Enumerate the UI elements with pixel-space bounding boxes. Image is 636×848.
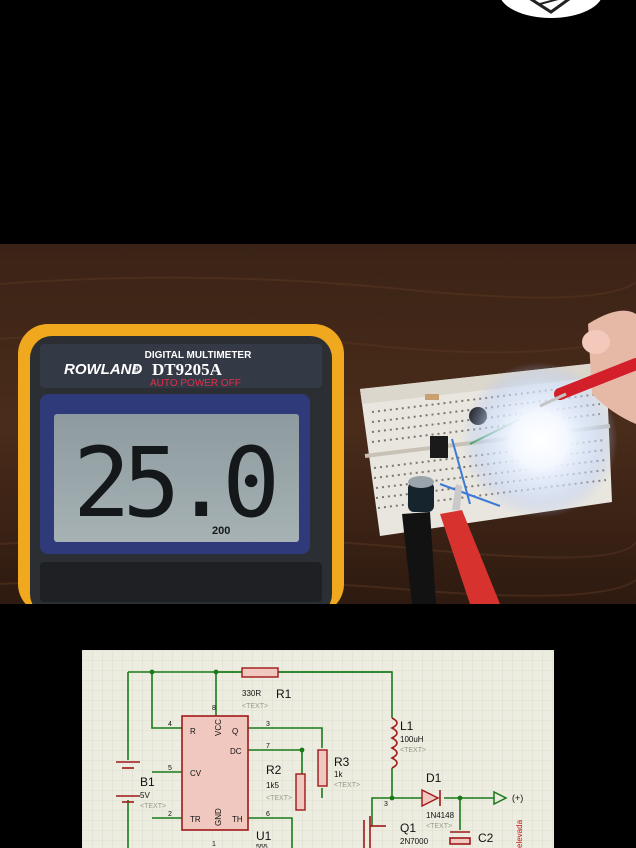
pin-dc-label: DC <box>230 747 242 756</box>
capacitor <box>408 476 434 512</box>
junction-dots <box>149 669 463 801</box>
pin-tr-label: TR <box>190 815 201 824</box>
pin-number-3: 3 <box>266 721 270 728</box>
resistor-r3 <box>317 749 328 787</box>
pin-gnd-label: GND <box>214 808 223 826</box>
hand-with-probe <box>539 310 636 424</box>
resistor-r2 <box>295 773 306 811</box>
pin-th-label: TH <box>232 815 243 824</box>
circuit-schematic: B1 5V <TEXT> R Q DC CV TR TH VCC GND U1 … <box>82 650 554 848</box>
d1-text: <TEXT> <box>426 823 452 830</box>
r1-value: 330R <box>242 689 261 698</box>
l1-value: 100uH <box>400 735 424 744</box>
q1-value: 2N7000 <box>400 837 429 846</box>
u1-label: U1 <box>256 829 272 843</box>
brand-mark: ® <box>133 364 141 375</box>
r2-value: 1k5 <box>266 781 279 790</box>
capacitor-c2 <box>449 831 471 845</box>
output-label: (+) <box>512 793 523 803</box>
r2-text: <TEXT> <box>266 795 292 802</box>
pin-q-label: Q <box>232 727 238 736</box>
l1-label: L1 <box>400 719 414 733</box>
l1-text: <TEXT> <box>400 747 426 754</box>
c2-label: C2 <box>478 831 494 845</box>
r3-text: <TEXT> <box>334 782 360 789</box>
side-label: elevada <box>515 819 524 848</box>
multimeter-brand: ROWLAND <box>64 361 142 378</box>
diode-d1 <box>421 788 441 808</box>
r1-text: <TEXT> <box>242 703 268 710</box>
pin-vcc-label: VCC <box>214 719 223 736</box>
pin-number-7: 7 <box>266 743 270 750</box>
u1-value: 555 <box>256 844 268 848</box>
resistor-r1 <box>241 667 279 678</box>
b1-label: B1 <box>140 775 155 789</box>
r3-value: 1k <box>334 770 343 779</box>
r2-label: R2 <box>266 763 282 777</box>
r3-label: R3 <box>334 755 350 769</box>
mosfet-q1 <box>363 816 386 848</box>
pin-number-4: 4 <box>168 721 172 728</box>
b1-value: 5V <box>140 791 150 800</box>
led-glow <box>462 362 618 518</box>
pin-number-2: 2 <box>168 811 172 818</box>
output-arrow-icon <box>493 790 508 806</box>
range-label: 200 <box>212 525 230 537</box>
pin-number-5: 5 <box>168 765 172 772</box>
multimeter-title: DIGITAL MULTIMETER <box>145 350 252 361</box>
pin-number-8: 8 <box>212 705 216 712</box>
multimeter: DIGITAL MULTIMETER ROWLAND ® DT9205A AUT… <box>18 324 344 604</box>
pin-cv-label: CV <box>190 769 202 778</box>
q1-label: Q1 <box>400 821 416 835</box>
q1-pin-number-3: 3 <box>384 801 388 808</box>
b1-text: <TEXT> <box>140 803 166 810</box>
pin-number-1: 1 <box>212 841 216 848</box>
d1-label: D1 <box>426 771 442 785</box>
black-clip <box>402 512 436 604</box>
inductor-l1 <box>390 717 398 769</box>
red-clip <box>440 484 500 604</box>
pin-number-6: 6 <box>266 811 270 818</box>
channel-logo <box>501 0 601 18</box>
d1-value: 1N4148 <box>426 811 455 820</box>
lcd-display <box>54 414 299 542</box>
multimeter-photo: DIGITAL MULTIMETER ROWLAND ® DT9205A AUT… <box>0 244 636 604</box>
multimeter-subtitle: AUTO POWER OFF <box>150 378 241 389</box>
r1-label: R1 <box>276 687 292 701</box>
lcd-reading: 25.0 <box>73 427 274 539</box>
battery-b1 <box>116 761 140 803</box>
pin-r-label: R <box>190 727 196 736</box>
ic-555 <box>181 715 249 831</box>
multimeter-model: DT9205A <box>152 360 223 379</box>
